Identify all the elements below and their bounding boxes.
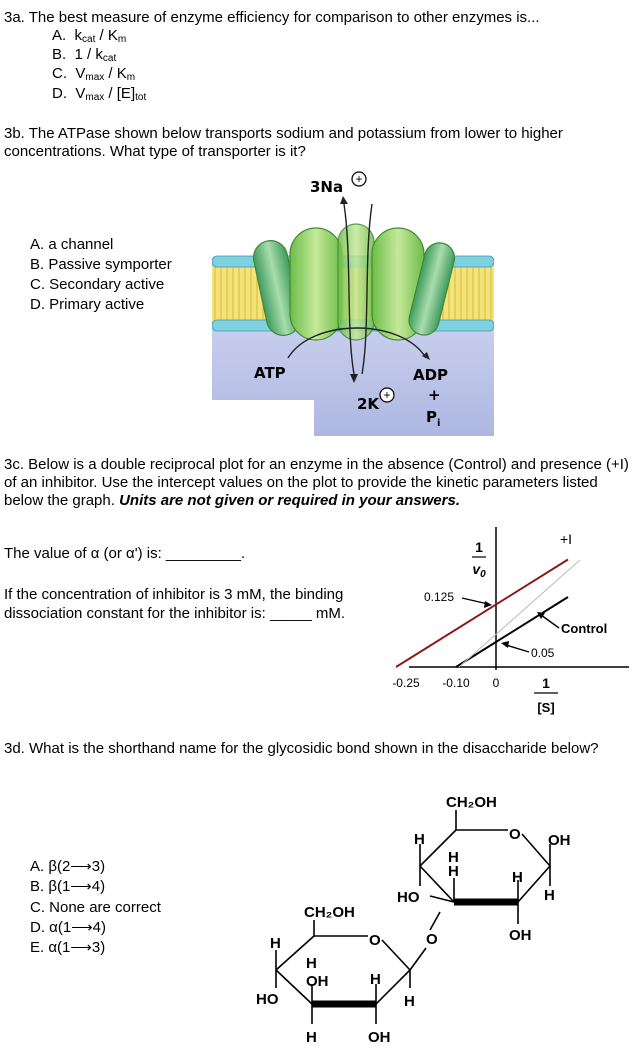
lower-c2-oh: OH [368,1029,391,1046]
q3b-option-a[interactable]: A. a channel [30,236,114,253]
ki-prompt-line2[interactable]: dissociation constant for the inhibitor … [4,605,346,622]
q3a-option-c[interactable]: C. Vmax / Km [52,65,136,83]
x-axis-label: 1 [S] [534,675,558,715]
adp-plus: + [428,386,441,404]
atp-label: ATP [254,364,286,382]
x-tick-neg-025: -0.25 [392,676,420,690]
x-tick-neg-010: -0.10 [442,676,470,690]
y-intercept-control-label: 0.05 [531,646,555,660]
svg-text:v0: v0 [472,561,486,580]
upper-c3-h: H [448,863,459,880]
lower-c3-h: H [306,955,317,972]
series-inhibited-label: +I [560,531,572,547]
upper-c1-oh: OH [548,832,571,849]
alpha-prompt[interactable]: The value of α (or α') is: _________. [4,545,246,562]
adp-label: ADP [413,366,448,384]
svg-text:+: + [355,172,362,186]
lower-c4-h: H [270,935,281,952]
svg-text:1: 1 [475,539,483,555]
y-axis-label: 1 v0 [472,539,486,580]
upper-c4-h: H [414,831,425,848]
q3d-option-b[interactable]: B. β(1⟶4) [30,878,106,895]
series-control-label: Control [561,621,607,636]
series-control-line [455,596,569,668]
lineweaver-burk-plot: 1 v0 0.125 0.05 +I Control -0.25 -0.10 0… [392,527,629,715]
x-tick-0: 0 [493,676,500,690]
pi-label: Pi [426,408,440,429]
sodium-label: 3Na [310,178,343,196]
q3d-option-a[interactable]: A. β(2⟶3) [30,858,106,875]
arrowheads [340,196,430,383]
q3d-option-e[interactable]: E. α(1⟶3) [30,939,106,956]
lower-c1-h2: H [404,993,415,1010]
q3d-option-d[interactable]: D. α(1⟶4) [30,919,107,936]
upper-ch2oh: CH₂OH [446,794,497,811]
q3b-option-b[interactable]: B. Passive symporter [30,256,172,273]
q3d-option-c[interactable]: C. None are correct [30,899,161,916]
inhibited-guide-line [458,559,581,668]
q3d-question: 3d. What is the shorthand name for the g… [4,740,599,757]
q3a-option-b[interactable]: B. 1 / kcat [52,46,117,64]
disaccharide-structure: CH₂OH O OH H H OH H HO H H O CH₂OH O H H… [256,794,571,1046]
q3b-question: 3b. The ATPase shown below transports so… [4,125,563,160]
lower-c2-h: H [306,1029,317,1046]
y-intercept-inhibited-label: 0.125 [424,590,454,604]
atpase-figure: 3Na + ATP ADP + Pi 2K + [212,171,494,436]
sodium-charge-icon: + [351,171,367,187]
series-inhibited-line [395,558,569,668]
svg-text:[S]: [S] [537,700,554,715]
potassium-charge-icon: + [379,387,395,403]
atpase-protein [252,223,456,341]
upper-c2-oh: OH [509,927,532,944]
transport-arrows [287,203,427,375]
upper-c1-h: H [544,887,555,904]
upper-ring-oxygen: O [509,826,521,843]
lower-ring-oxygen: O [369,932,381,949]
glycosidic-oxygen: O [426,931,438,948]
q3a-option-d[interactable]: D. Vmax / [E]tot [52,85,147,103]
lower-c4-ho: HO [256,991,279,1008]
q3b-option-c[interactable]: C. Secondary active [30,276,165,293]
q3c-question: 3c. Below is a double reciprocal plot fo… [4,456,629,509]
upper-c3-ho: HO [397,889,420,906]
svg-text:1: 1 [542,675,550,691]
lower-ch2oh: CH₂OH [304,904,355,921]
q3a-question: 3a. The best measure of enzyme efficienc… [4,9,540,26]
upper-c2-h: H [512,869,523,886]
lower-c1-h: H [370,971,381,988]
potassium-label: 2K [357,395,380,413]
q3a-option-a[interactable]: A. kcat / Km [52,27,127,45]
ki-prompt-line1: If the concentration of inhibitor is 3 m… [4,586,344,603]
upper-c4-h2: H [448,849,459,866]
svg-text:+: + [383,388,390,402]
q3b-option-d[interactable]: D. Primary active [30,296,145,313]
lower-c3-oh: OH [306,973,329,990]
